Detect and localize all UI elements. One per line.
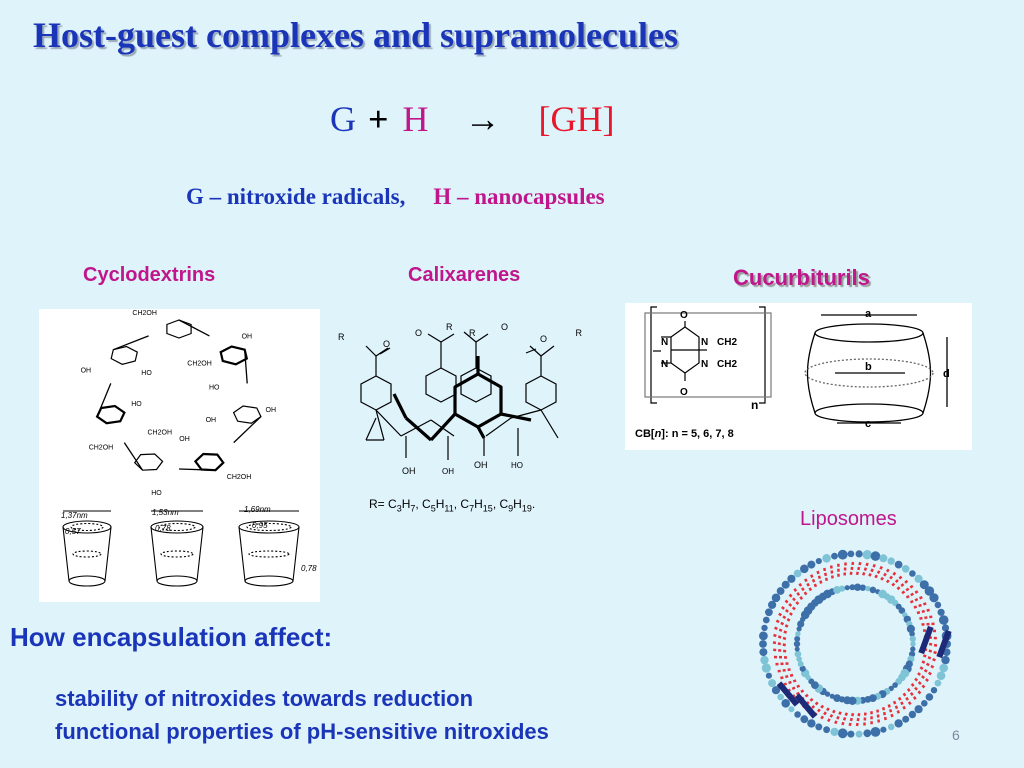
- calix-o-label-2: O: [415, 328, 422, 338]
- cyclodextrins-label: Cyclodextrins: [83, 264, 216, 286]
- cd-ring-label: OH: [206, 417, 217, 424]
- calix-r-label-1: R: [338, 332, 345, 342]
- reaction-equation: G + H → [GH]: [330, 98, 615, 140]
- cucurbituril-diagram: O N N N N O CH2 CH2 n CB[n]: n = 5, 6, 7…: [635, 306, 950, 440]
- cd-ring-label: CH2OH: [132, 310, 157, 317]
- cb-atom-n3: N: [661, 359, 668, 370]
- calixarene-diagram: R R R R O O O O OH OH OH HO: [338, 322, 583, 476]
- encapsulation-heading: How encapsulation affect:: [10, 622, 333, 652]
- page-number: 6: [952, 727, 960, 743]
- encapsulation-item-function: functional properties of pH-sensitive ni…: [55, 719, 549, 744]
- cb-atom-n4: N: [701, 359, 708, 370]
- cd-ring-label: CH2OH: [89, 445, 114, 452]
- calixarenes-label: Calixarenes: [408, 264, 521, 286]
- equation-legend: G – nitroxide radicals, H – nanocapsules: [186, 184, 605, 210]
- legend-guest: G – nitroxide radicals,: [186, 184, 406, 209]
- cb-atom-o2: O: [680, 387, 688, 398]
- equation-plus: +: [368, 99, 389, 139]
- cb-atom-o1: O: [680, 310, 688, 321]
- cd-ring-label: CH2OH: [187, 361, 212, 368]
- cd-ring-label: CH2OH: [227, 474, 252, 481]
- legend-host: H – nanocapsules: [433, 184, 605, 209]
- r-sub: 15: [482, 503, 493, 514]
- cb-n-label: n: [751, 398, 758, 412]
- cd-ring-label: HO: [209, 385, 220, 392]
- cd-ring-label: CH2OH: [148, 429, 173, 436]
- cucurbiturils-label: Cucurbiturils: [733, 265, 870, 290]
- calix-o-label-4: O: [540, 334, 547, 344]
- equation-host: H: [402, 99, 429, 139]
- slide-title: Host-guest complexes and supramolecules: [33, 15, 678, 55]
- cb-caption-suffix: ]:: [661, 428, 671, 440]
- r-formula-prefix: R= C: [369, 497, 397, 511]
- cd-ring-label: OH: [266, 407, 277, 414]
- cone-3-inner-label: 0,95: [252, 521, 268, 530]
- cb-dim-d: d: [943, 368, 950, 380]
- r-sub: 7: [410, 503, 416, 514]
- r-sub: 19: [521, 503, 532, 514]
- r-sub: 7: [469, 503, 475, 514]
- calix-oh-label-1: OH: [402, 466, 416, 476]
- calix-r-label-3: R: [469, 328, 476, 338]
- cb-atom-n1: N: [661, 337, 668, 348]
- calix-r-label-2: R: [446, 322, 453, 332]
- calix-oh-label-3: OH: [474, 460, 488, 470]
- cb-atom-ch2-1: CH2: [717, 337, 737, 348]
- cone-1-top-label: 1,37nm: [61, 511, 88, 520]
- liposomes-label: Liposomes: [800, 508, 897, 530]
- calixarene-r-formula: R= C3H7, C5H11, C7H15, C9H19.: [369, 497, 536, 514]
- liposome-diagram: [759, 549, 952, 739]
- cb-atom-n2: N: [701, 337, 708, 348]
- cb-dim-c: c: [865, 418, 871, 430]
- cd-ring-label: OH: [242, 333, 253, 340]
- cd-ring-label: OH: [179, 436, 190, 443]
- cone-2-inner-label: 0,78: [155, 524, 171, 533]
- cone-3-top-label: 1,69nm: [244, 505, 271, 514]
- equation-complex: [GH]: [538, 99, 615, 139]
- cb-dim-b: b: [865, 361, 872, 373]
- cyclodextrin-figure: CH2OH CH2OH OH HO OH OH CH2OH OH HO CH2OH CH2OH HO O…: [39, 302, 320, 602]
- calix-oh-label-4: HO: [511, 461, 523, 470]
- cyclodextrin-diagram: CH2OH CH2OH OH HO OH OH CH2OH OH HO CH2OH CH2OH HO O…: [61, 302, 317, 587]
- r-sub: 11: [444, 503, 454, 514]
- cone-2-top-label: 1,53nm: [152, 508, 179, 517]
- cb-caption-prefix: CB[: [635, 428, 655, 440]
- cd-ring-label: HO: [141, 370, 152, 377]
- cb-caption: CB[n]: n = 5, 6, 7, 8: [635, 428, 734, 440]
- calix-r-label-4: R: [576, 328, 583, 338]
- cone-height-label: 0,78: [301, 564, 317, 573]
- r-sub: 9: [508, 503, 514, 514]
- cb-caption-values: n = 5, 6, 7, 8: [672, 428, 734, 440]
- cone-1-inner-label: 0,57: [65, 527, 81, 536]
- equation-guest: G: [330, 99, 356, 139]
- calix-o-label-3: O: [501, 322, 508, 332]
- r-sub: 5: [430, 503, 436, 514]
- equation-arrow: →: [464, 99, 501, 139]
- r-sub: 3: [396, 503, 402, 514]
- liposome-figure: [748, 544, 963, 744]
- encapsulation-item-stability: stability of nitroxides towards reductio…: [55, 686, 474, 711]
- calix-o-label-1: O: [383, 339, 390, 349]
- cb-dim-a: a: [865, 308, 872, 320]
- calix-oh-label-2: OH: [442, 467, 454, 476]
- calixarene-figure: R R R R O O O O OH OH OH HO: [336, 318, 586, 480]
- cd-ring-label: OH: [81, 368, 92, 375]
- cucurbituril-figure: O N N N N O CH2 CH2 n CB[n]: n = 5, 6, 7…: [625, 303, 972, 450]
- cd-ring-label: HO: [151, 490, 162, 497]
- cb-caption-n: n: [655, 428, 662, 440]
- cb-atom-ch2-2: CH2: [717, 359, 737, 370]
- cd-ring-label: HO: [131, 401, 142, 408]
